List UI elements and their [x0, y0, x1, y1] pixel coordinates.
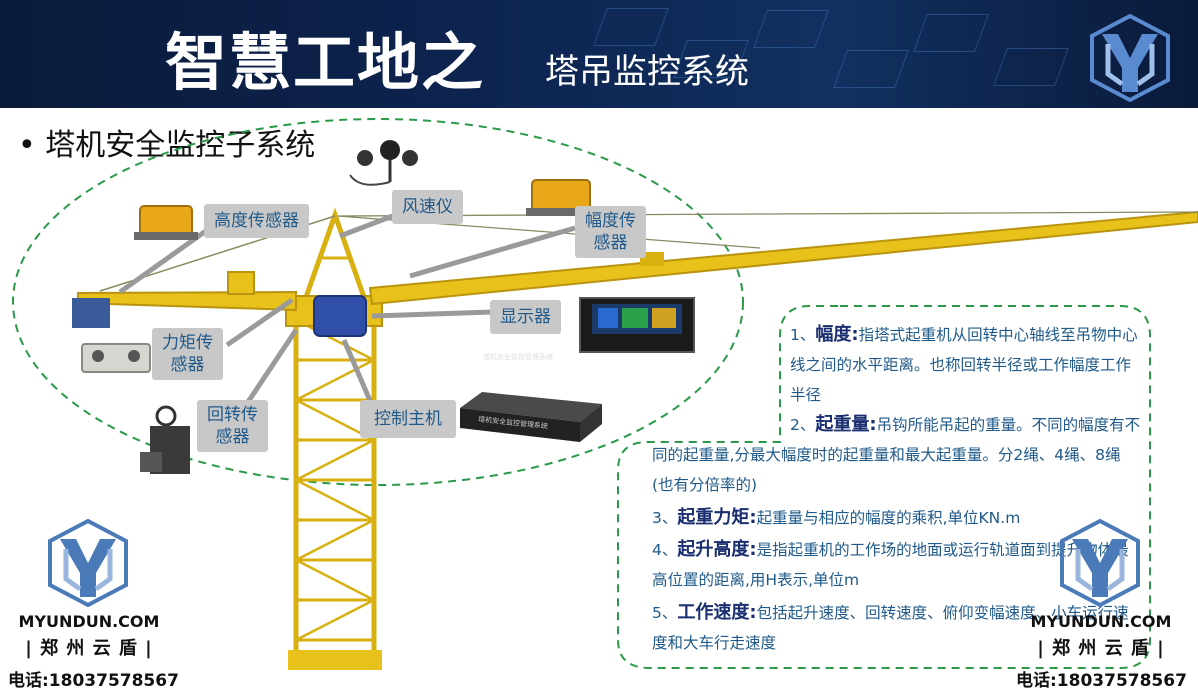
- info-item-number: 5、: [652, 604, 678, 622]
- brand-name: | 郑 州 云 盾 |: [1037, 638, 1165, 659]
- info-item-number: 1、: [790, 326, 816, 344]
- anemometer-device-icon: [349, 140, 418, 186]
- brand-logo-icon: [1090, 14, 1170, 102]
- callout-connectors: [118, 211, 576, 411]
- callout-height-sensor: 高度传感器: [204, 204, 309, 238]
- sensor-group-outline: [12, 118, 744, 486]
- info-item-5: 5、工作速度:包括起升速度、回转速度、俯仰变幅速度、小车运行速度和大车行走速度: [652, 598, 1142, 658]
- callout-line: 感器: [170, 355, 205, 375]
- info-item-number: 3、: [652, 509, 678, 527]
- info-item-number: 2、: [790, 416, 816, 434]
- info-item-1: 1、幅度:指塔式起重机从回转中心轴线至吊物中心线之间的水平距离。也称回转半径或工…: [790, 320, 1142, 410]
- callout-amplitude-sensor: 幅度传 感器: [575, 206, 646, 258]
- callout-anemometer: 风速仪: [392, 190, 463, 224]
- info-item-description: 起重量与相应的幅度的乘积,单位KN.m: [756, 509, 1021, 527]
- amplitude-sensor-device-icon: [526, 179, 596, 216]
- contact-phone: 电话:18037578567: [1016, 671, 1187, 691]
- info-item-number: 4、: [652, 541, 678, 559]
- info-item-4: 4、起升高度:是指起重机的工作场的地面或运行轨道面到提升物体最高位置的距离,用H…: [652, 535, 1142, 595]
- info-item-term: 起重力矩:: [677, 507, 757, 528]
- info-item-term: 起重量:: [815, 414, 877, 435]
- info-item-description: 指塔式起重机从回转中心轴线至吊物中心线之间的水平距离。也称回转半径或工作幅度工作…: [790, 326, 1138, 404]
- contact-phone: 电话:18037578567: [8, 671, 179, 691]
- callout-line: 回转传: [207, 405, 258, 425]
- info-item-term: 起升高度:: [677, 539, 757, 560]
- height-sensor-device-icon: [134, 205, 198, 240]
- brand-logo-icon: [48, 518, 128, 608]
- brand-logo-icon: [1060, 518, 1140, 608]
- info-item-3: 3、起重力矩:起重量与相应的幅度的乘积,单位KN.m: [652, 503, 1142, 533]
- display-monitor-icon: [579, 297, 695, 353]
- callout-line: 感器: [593, 233, 628, 253]
- callout-line: 感器: [215, 427, 250, 447]
- display-screen-label: 塔机安全监控管理系统: [483, 353, 553, 361]
- callout-line: 力矩传: [162, 333, 213, 353]
- info-item-term: 幅度:: [815, 324, 859, 345]
- info-item-description: 吊钩所能吊起的重量。不同的幅度有不同的起重量,分最大幅度时的起重量和最大起重量。…: [652, 416, 1141, 494]
- slewing-sensor-device-icon: [140, 405, 190, 474]
- callout-line: 幅度传: [585, 211, 636, 231]
- page-title: 智慧工地之: [165, 26, 486, 99]
- operator-cab: [313, 295, 367, 337]
- brand-domain: MYUNDUN.COM: [18, 612, 160, 631]
- info-item-term: 工作速度:: [677, 602, 757, 623]
- page-subtitle: 塔吊监控系统: [545, 52, 749, 92]
- section-title: • 塔机安全监控子系统: [18, 128, 316, 163]
- callout-torque-sensor: 力矩传 感器: [152, 328, 223, 380]
- info-item-description: 是指起重机的工作场的地面或运行轨道面到提升物体最高位置的距离,用H表示,单位m: [652, 541, 1129, 589]
- callout-control-host: 控制主机: [360, 400, 456, 438]
- info-item-description: 包括起升速度、回转速度、俯仰变幅速度、小车运行速度和大车行走速度: [652, 604, 1129, 652]
- crane-main-jib: [337, 210, 1198, 306]
- brand-domain: MYUNDUN.COM: [1030, 612, 1172, 631]
- control-host-device-icon: [460, 392, 602, 442]
- callout-display: 显示器: [490, 300, 561, 334]
- brand-name: | 郑 州 云 盾 |: [25, 638, 153, 659]
- callout-slewing-sensor: 回转传 感器: [197, 400, 268, 452]
- crane-counter-jib: [72, 215, 336, 328]
- torque-sensor-device-icon: [81, 343, 151, 373]
- info-item-2: 2、起重量:吊钩所能吊起的重量。不同的幅度有不同的起重量,分最大幅度时的起重量和…: [652, 410, 1142, 500]
- header-banner: 智慧工地之 塔吊监控系统: [0, 0, 1198, 108]
